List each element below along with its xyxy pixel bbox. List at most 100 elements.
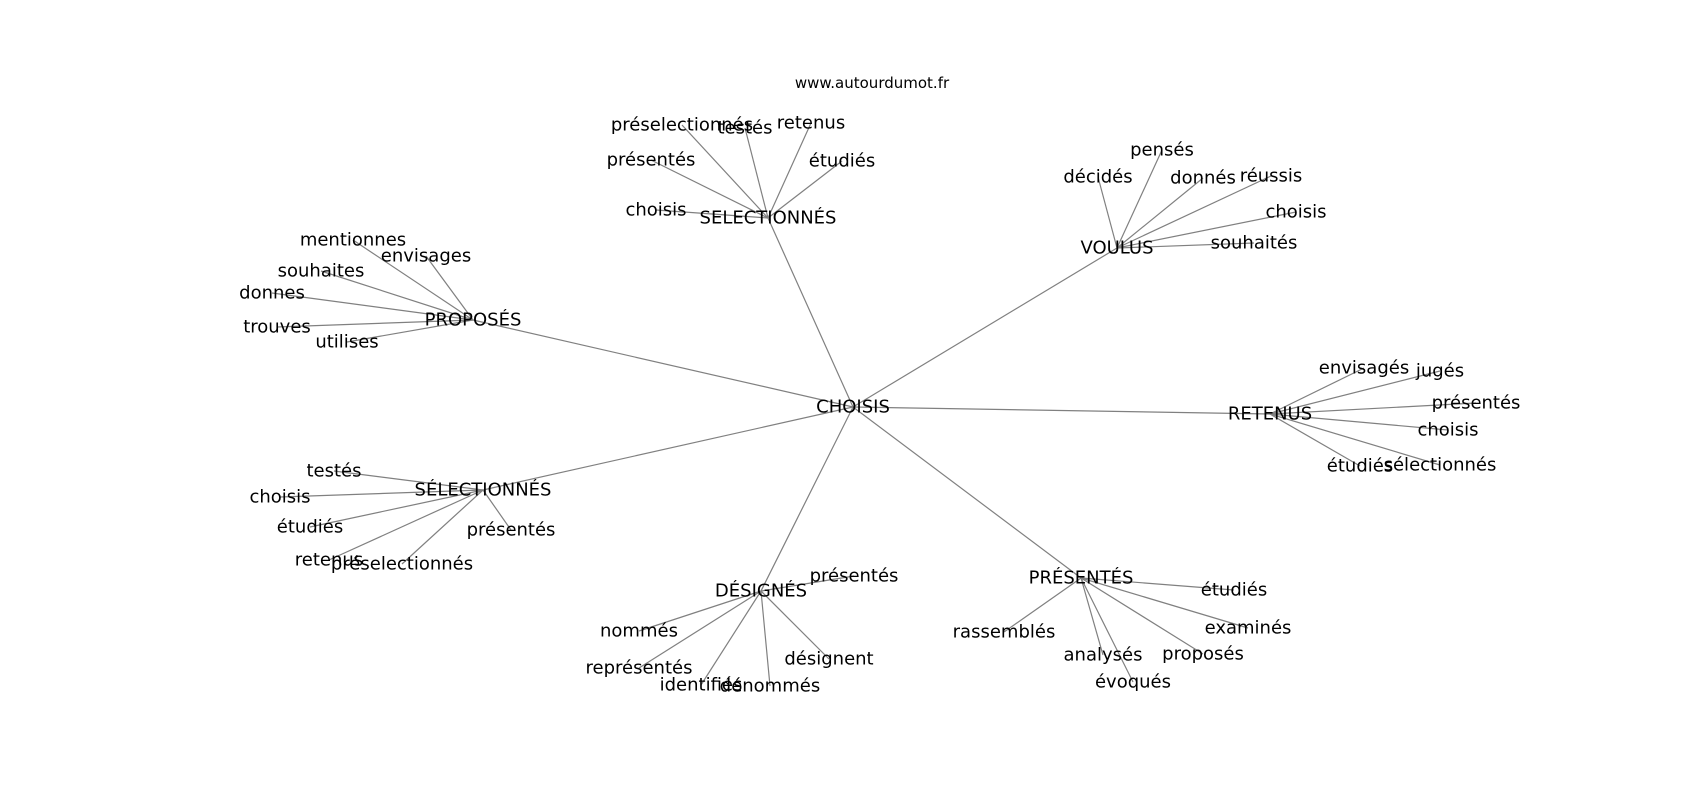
edge-selectionnes_left-5	[401, 489, 484, 565]
edge-voulus-4	[1116, 211, 1297, 249]
hub-node-selectionnes_left: SÉLECTIONNÉS	[415, 479, 552, 501]
leaf-node-selectionnes_left-3: présentés	[467, 520, 556, 541]
leaf-node-presentes-5: évoqués	[1095, 672, 1171, 693]
edge-voulus-2	[1116, 177, 1204, 249]
edge-proposes-1	[425, 255, 474, 321]
leaf-node-selectionnes_top-2: retenus	[777, 113, 845, 134]
edge-presentes-2	[1003, 577, 1082, 633]
edge-proposes-3	[271, 292, 474, 321]
leaf-node-retenus-0: envisagés	[1319, 358, 1409, 379]
edge-retenus-2	[1269, 402, 1477, 415]
leaf-node-selectionnes_left-5: préselectionnés	[331, 554, 473, 575]
edge-designes-4	[700, 590, 762, 686]
edge-root-selectionnes_top	[767, 217, 854, 408]
edge-presentes-4	[1080, 577, 1204, 655]
edge-voulus-1	[1097, 176, 1118, 249]
leaf-node-selectionnes_top-1: testés	[717, 118, 772, 139]
edge-proposes-0	[352, 239, 474, 321]
nodes: CHOISISSELECTIONNÉSpréselectionnéstestés…	[239, 113, 1520, 697]
edge-voulus-3	[1116, 175, 1272, 249]
leaf-node-selectionnes_top-3: présentés	[607, 150, 696, 171]
leaf-node-retenus-3: choisis	[1417, 420, 1478, 441]
leaf-node-retenus-1: jugés	[1415, 361, 1464, 382]
edge-selectionnes_top-0	[681, 124, 769, 219]
leaf-node-presentes-0: étudiés	[1201, 580, 1267, 601]
leaf-node-designes-3: représentés	[586, 658, 693, 679]
leaf-node-voulus-5: souhaités	[1211, 233, 1298, 254]
leaf-node-selectionnes_top-5: choisis	[625, 200, 686, 221]
leaf-node-voulus-4: choisis	[1265, 202, 1326, 223]
edge-designes-0	[760, 575, 855, 592]
edge-presentes-5	[1080, 577, 1134, 683]
leaf-node-proposes-4: trouves	[243, 317, 311, 338]
leaf-node-presentes-4: proposés	[1162, 644, 1244, 665]
leaf-node-proposes-3: donnes	[239, 283, 305, 304]
edge-selectionnes_top-2	[767, 122, 812, 219]
edge-selectionnes_left-1	[279, 489, 484, 498]
leaf-node-proposes-5: utilises	[315, 332, 378, 353]
hub-node-presentes: PRÉSENTÉS	[1029, 567, 1134, 589]
edge-root-presentes	[852, 406, 1082, 579]
leaf-node-voulus-2: donnés	[1170, 168, 1236, 189]
edge-retenus-4	[1269, 413, 1361, 467]
leaf-node-designes-2: désignent	[784, 649, 873, 670]
edge-selectionnes_top-5	[655, 209, 769, 219]
edge-selectionnes_left-2	[309, 489, 484, 528]
leaf-node-retenus-4: étudiés	[1327, 456, 1393, 477]
hub-node-retenus: RETENUS	[1228, 404, 1312, 425]
leaf-node-selectionnes_top-4: étudiés	[809, 151, 875, 172]
leaf-node-presentes-2: rassemblés	[953, 622, 1056, 643]
hub-node-voulus: VOULUS	[1080, 238, 1153, 259]
leaf-node-presentes-1: examinés	[1205, 618, 1292, 639]
leaf-node-selectionnes_left-2: étudiés	[277, 517, 343, 538]
edge-selectionnes_left-4	[328, 489, 484, 561]
edge-retenus-0	[1269, 367, 1365, 415]
leaf-node-designes-5: dénommés	[720, 676, 820, 697]
edge-presentes-0	[1080, 577, 1235, 591]
leaf-node-proposes-2: souhaites	[278, 261, 365, 282]
edge-root-designes	[760, 406, 854, 592]
edge-proposes-4	[276, 319, 474, 328]
leaf-node-selectionnes_left-1: choisis	[249, 487, 310, 508]
edge-voulus-5	[1116, 242, 1255, 249]
leaf-node-proposes-0: mentionnes	[300, 230, 406, 251]
edge-root-voulus	[852, 247, 1118, 408]
hub-node-designes: DÉSIGNÉS	[715, 580, 807, 602]
leaf-node-selectionnes_left-4: retenus	[295, 550, 363, 571]
edge-voulus-0	[1116, 149, 1163, 249]
edge-root-selectionnes_left	[482, 406, 854, 491]
edge-proposes-5	[346, 319, 474, 343]
edge-designes-1	[638, 590, 762, 632]
edge-retenus-3	[1269, 413, 1449, 431]
edge-presentes-1	[1080, 577, 1249, 629]
leaf-node-designes-1: nommés	[600, 621, 678, 642]
edge-retenus-1	[1269, 370, 1441, 415]
hub-node-proposes: PROPOSÉS	[425, 309, 522, 331]
edge-selectionnes_top-3	[650, 159, 769, 219]
leaf-node-voulus-3: réussis	[1240, 166, 1303, 187]
leaf-node-voulus-0: pensés	[1130, 140, 1194, 161]
leaf-node-selectionnes_top-0: préselectionnés	[611, 115, 753, 136]
edge-designes-3	[638, 590, 762, 669]
hub-node-selectionnes_top: SELECTIONNÉS	[700, 207, 837, 229]
leaf-node-designes-0: présentés	[810, 566, 899, 587]
leaf-node-selectionnes_left-0: testés	[306, 461, 361, 482]
leaf-node-presentes-3: analysés	[1064, 645, 1143, 666]
edge-selectionnes_left-0	[333, 470, 484, 491]
edge-selectionnes_left-3	[482, 489, 512, 531]
edge-designes-2	[760, 590, 830, 660]
edge-designes-5	[760, 590, 771, 687]
leaf-node-designes-4: identifiés	[660, 675, 743, 696]
edge-root-retenus	[852, 406, 1271, 415]
edge-root-proposes	[472, 319, 854, 408]
edge-retenus-5	[1269, 413, 1441, 466]
edge-selectionnes_top-4	[767, 160, 843, 219]
edge-proposes-2	[320, 270, 474, 321]
leaf-node-voulus-1: décidés	[1063, 167, 1132, 188]
source-label: www.autourdumot.fr	[795, 74, 950, 92]
edges	[271, 122, 1477, 687]
leaf-node-retenus-2: présentés	[1432, 393, 1521, 414]
leaf-node-proposes-1: envisages	[381, 246, 471, 267]
root-node: CHOISIS	[816, 397, 890, 418]
